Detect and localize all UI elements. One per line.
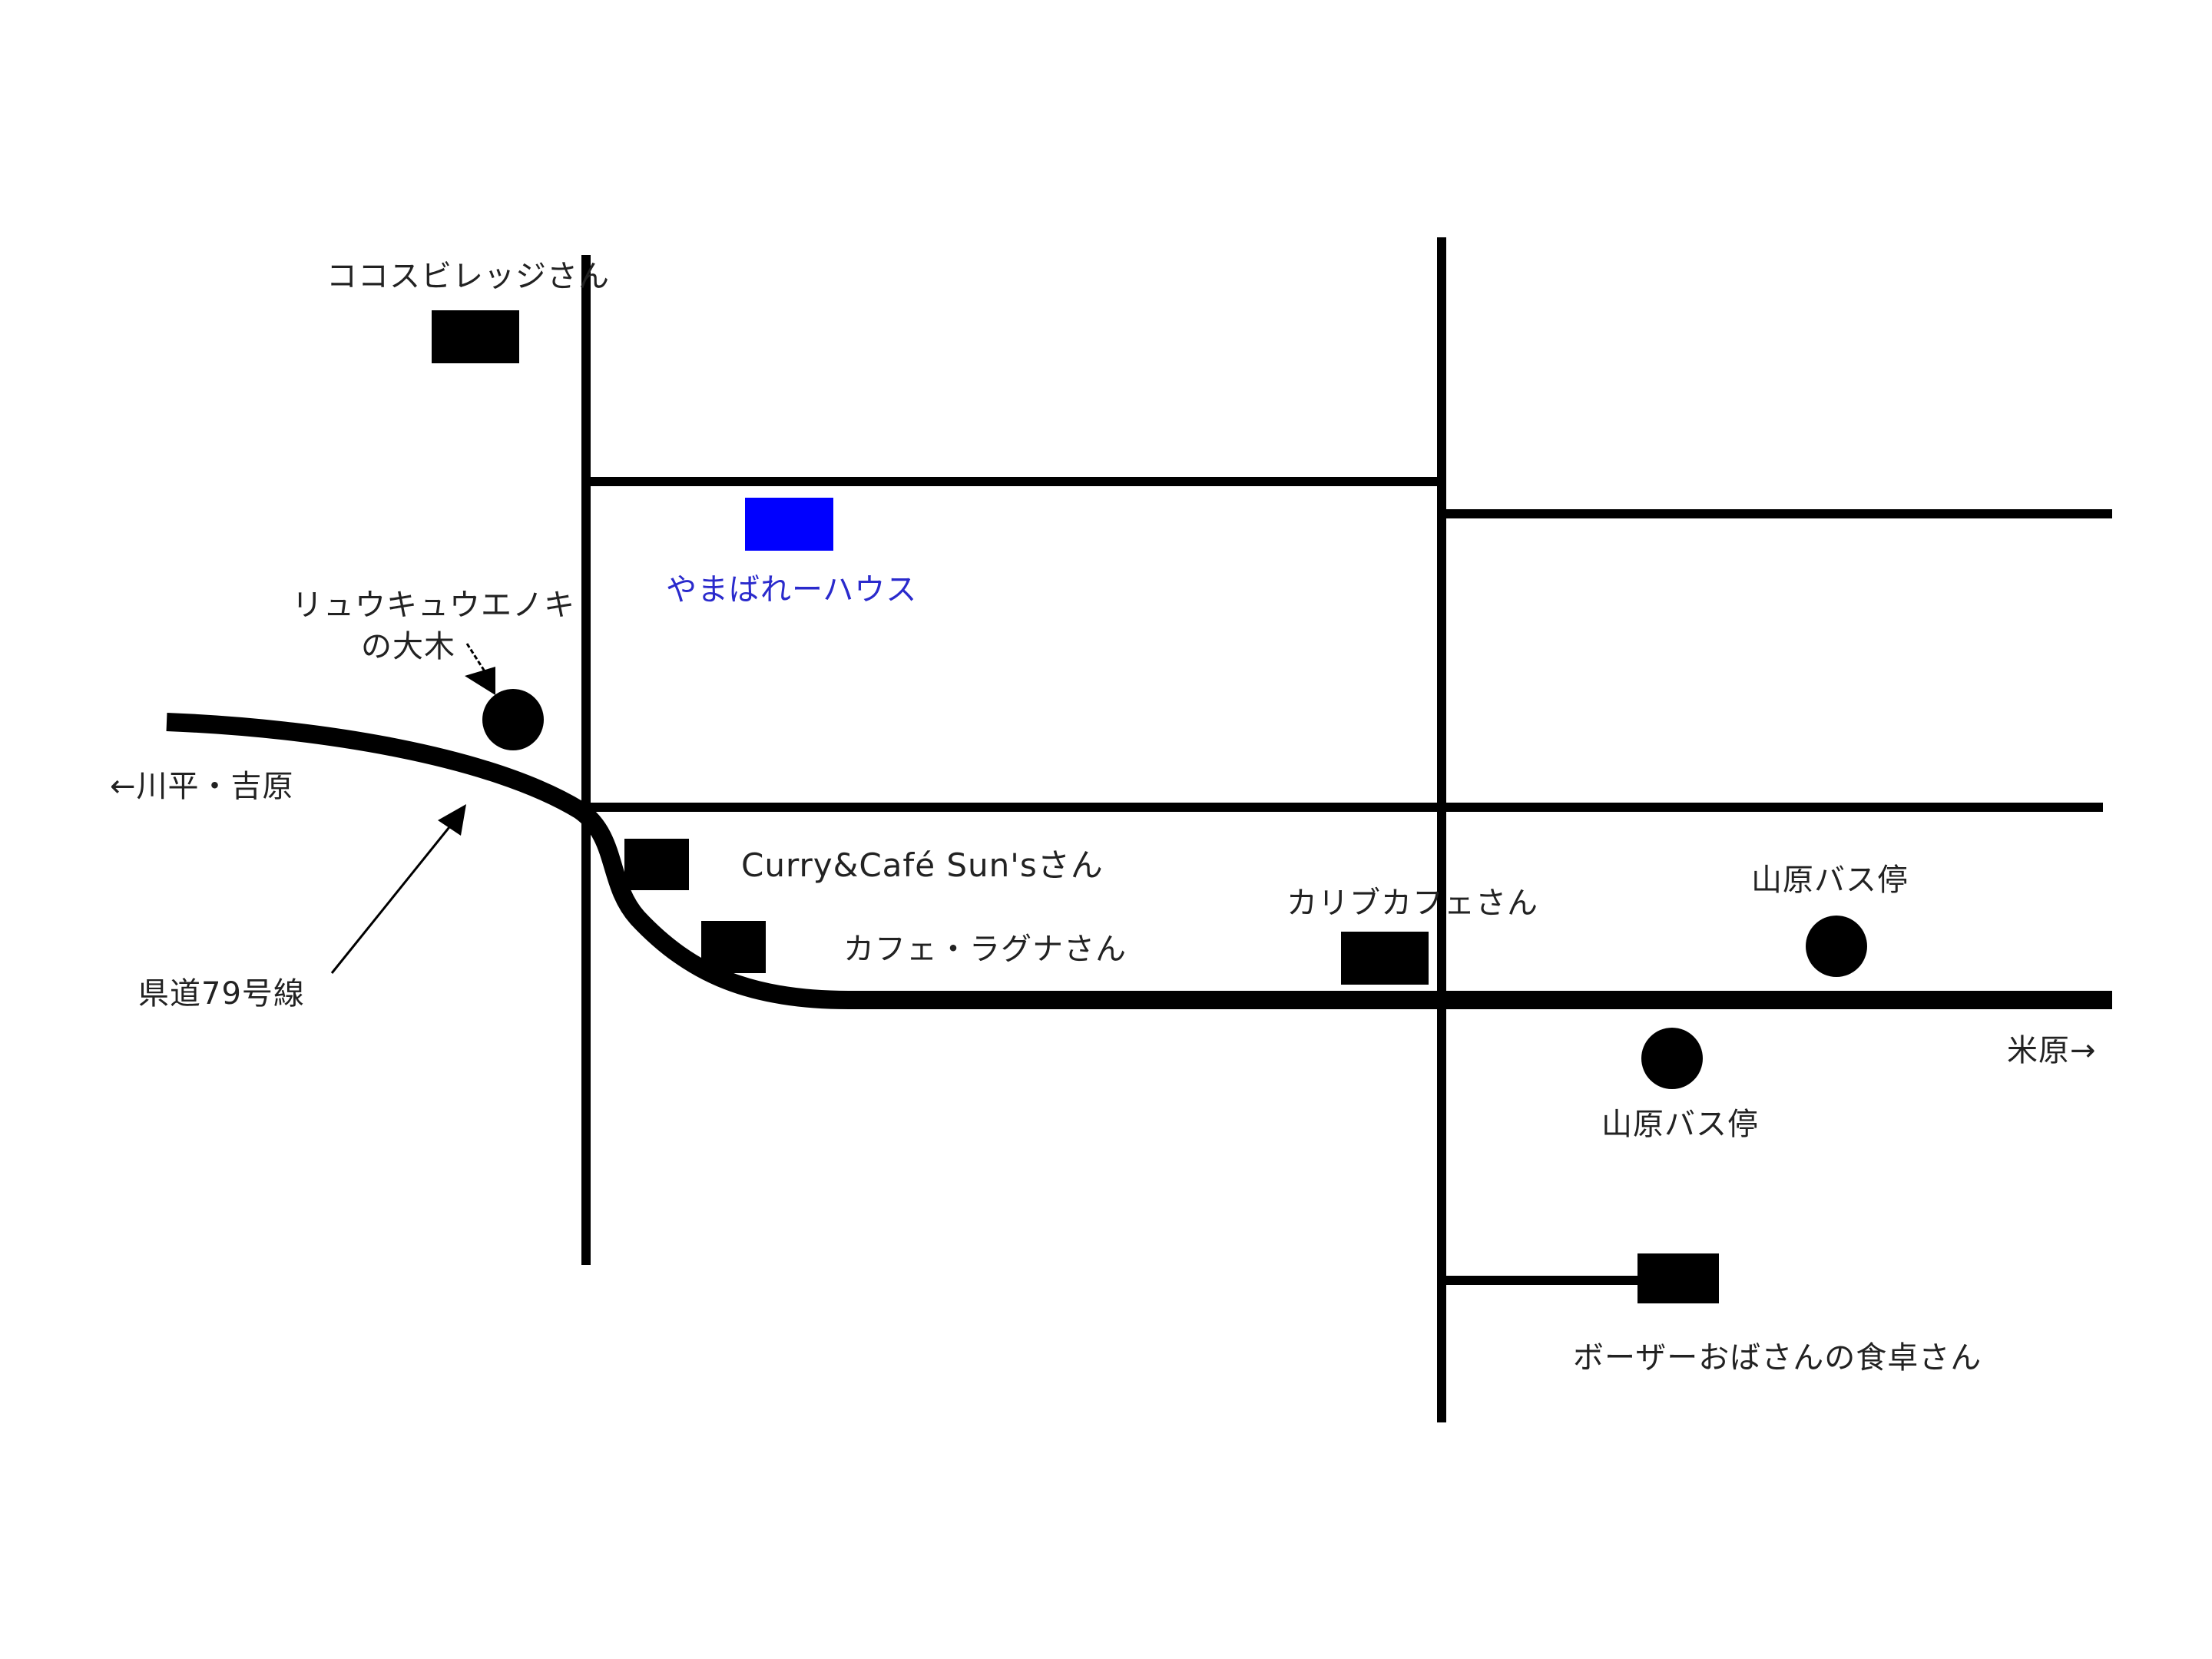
label-cocos-village: ココスビレッジさん — [326, 259, 610, 294]
building-icon — [1341, 932, 1429, 985]
bus-stop-icon — [1806, 916, 1867, 977]
road-label-arrow — [330, 804, 466, 974]
label-tree-line2: の大木 — [361, 629, 455, 664]
building-icon — [624, 839, 689, 890]
streets — [581, 237, 2112, 1422]
tree-icon — [482, 689, 544, 750]
building-icon — [432, 310, 519, 363]
bus-stop-icon — [1641, 1028, 1703, 1089]
building-icon — [1637, 1253, 1719, 1303]
building-icon — [701, 921, 766, 973]
house-icon — [745, 498, 833, 551]
label-curry-cafe-suns: Curry&Café Sun'sさん — [741, 846, 1104, 884]
label-tree-line1: リュウキュウエノキ — [292, 588, 575, 623]
label-bus-stop-south: 山原バス停 — [1601, 1107, 1759, 1142]
main-road-route-79 — [166, 713, 2112, 1009]
arrowhead-icon — [465, 667, 495, 695]
label-road-route-79: 県道79号線 — [138, 976, 305, 1012]
label-bus-stop-north: 山原バス停 — [1751, 863, 1909, 898]
tree-label-arrow — [465, 643, 495, 695]
label-yamabare-house: やまばれーハウス — [666, 572, 918, 608]
label-direction-east: 米原→ — [2007, 1033, 2097, 1068]
arrowhead-icon — [438, 804, 466, 836]
label-boza-obasan: ボーザーおばさんの食卓さん — [1573, 1340, 1982, 1376]
label-cafe-laguna: カフェ・ラグナさん — [843, 932, 1127, 967]
label-carib-cafe: カリブカフェさん — [1286, 886, 1538, 921]
label-direction-west: ←川平・吉原 — [110, 769, 294, 804]
